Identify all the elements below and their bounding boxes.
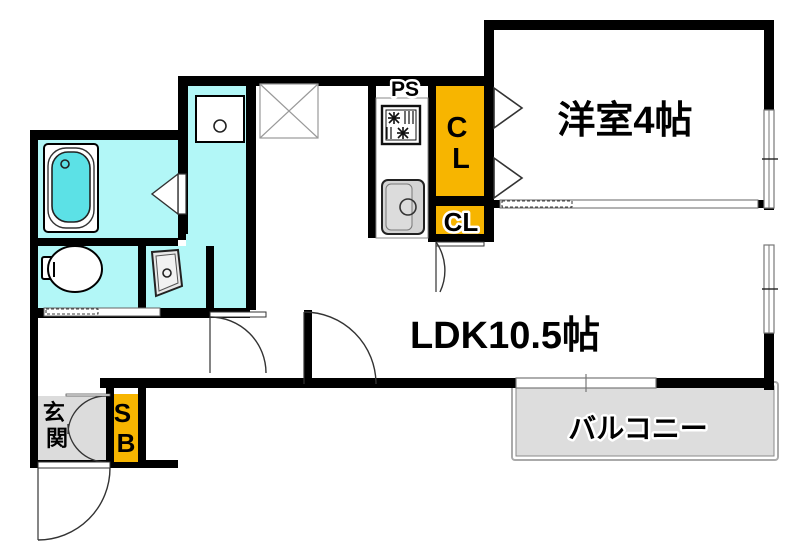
- tag-cl-sub: CL: [444, 207, 479, 237]
- gas-stove-icon: [380, 104, 422, 146]
- wall-bath-right-upper: [178, 130, 186, 174]
- tag-labels: PS C L CL S B: [114, 76, 481, 459]
- tag-cl-main-line-2: L: [452, 143, 470, 175]
- window-bedroom-right: [762, 109, 778, 209]
- wall-sb-right: [138, 388, 146, 468]
- tag-cl-main: C L: [446, 112, 475, 175]
- wall-cl-sub-right: [484, 206, 494, 240]
- windows: [43, 109, 778, 392]
- wall-bedroom-top: [484, 20, 774, 30]
- kitchen-sink-icon: [381, 179, 425, 235]
- wall-washroom-right: [206, 246, 214, 310]
- room-label-ldk: LDK10.5帖: [410, 315, 600, 357]
- shoe-box-fill: [114, 394, 138, 462]
- door-cl-sub-swing: [435, 241, 485, 293]
- bathtub-icon: [43, 143, 99, 233]
- entrance-tile-floor: [38, 396, 110, 468]
- wall-corridor-bottom: [100, 378, 498, 388]
- door-washroom-swing: [209, 311, 267, 374]
- closet-main-fill: [436, 86, 484, 196]
- wall-bath-left: [30, 130, 38, 316]
- room-label-balcony: バルコニー: [568, 413, 707, 444]
- wall-bath-right-lower: [178, 214, 186, 240]
- door-closet-lower: [493, 156, 524, 200]
- entrance-label-char-2: 関: [46, 426, 68, 451]
- washing-machine-pan-icon: [195, 95, 245, 143]
- room-labels: 洋室4帖 LDK10.5帖 バルコニー 玄 関: [43, 99, 710, 451]
- wall-sb-bottom: [106, 460, 146, 468]
- tag-cl-main-line-1: C: [446, 112, 467, 144]
- window-ldk-right: [762, 244, 778, 334]
- wall-cl-sub-bottom: [428, 234, 494, 242]
- entrance-label-char-1: 玄: [43, 400, 65, 425]
- closets: [114, 86, 484, 462]
- sliding-door-balcony: [515, 374, 657, 392]
- tag-sb-line-1: S: [114, 398, 131, 428]
- door-entrance-main: [37, 461, 111, 541]
- door-bath-folding: [150, 172, 187, 216]
- wall-hall-left: [30, 308, 38, 468]
- washbasin-icon: [150, 248, 184, 298]
- wall-cl-divider: [428, 196, 494, 206]
- fixtures: [41, 83, 429, 298]
- storage-space-icon: [259, 83, 319, 139]
- window-bedroom-ldk: [499, 199, 759, 209]
- wall-kitchen-unit-left: [368, 86, 376, 238]
- door-ldk-swing: [303, 311, 377, 385]
- doors: [37, 86, 524, 541]
- toilet-icon: [41, 245, 103, 293]
- wall-ldk-right-seg: [764, 330, 774, 388]
- entrance-label: 玄 関: [43, 400, 71, 451]
- door-entrance-inner: [65, 393, 111, 463]
- wall-toilet-right: [138, 246, 146, 310]
- closet-sub-fill: [436, 206, 484, 234]
- tag-ps: PS: [391, 78, 419, 101]
- room-label-bedroom: 洋室4帖: [557, 99, 692, 142]
- wall-kitchen-right: [246, 76, 256, 310]
- wall-corridor-ldk: [304, 310, 312, 388]
- wall-kitchen-top: [178, 76, 494, 86]
- wall-bedroom-left: [484, 20, 494, 90]
- tag-sb: S B: [114, 398, 139, 458]
- wall-bath-top: [30, 130, 186, 140]
- wall-cl-right: [484, 86, 494, 202]
- door-closet-upper: [493, 86, 524, 130]
- wall-bath-bottom-div: [30, 238, 178, 246]
- tag-sb-line-2: B: [117, 428, 136, 458]
- wall-kitchen-unit-right: [428, 86, 436, 238]
- wall-sb-left: [106, 388, 114, 468]
- window-toilet-small: [43, 307, 161, 317]
- balcony-floor: [515, 385, 775, 457]
